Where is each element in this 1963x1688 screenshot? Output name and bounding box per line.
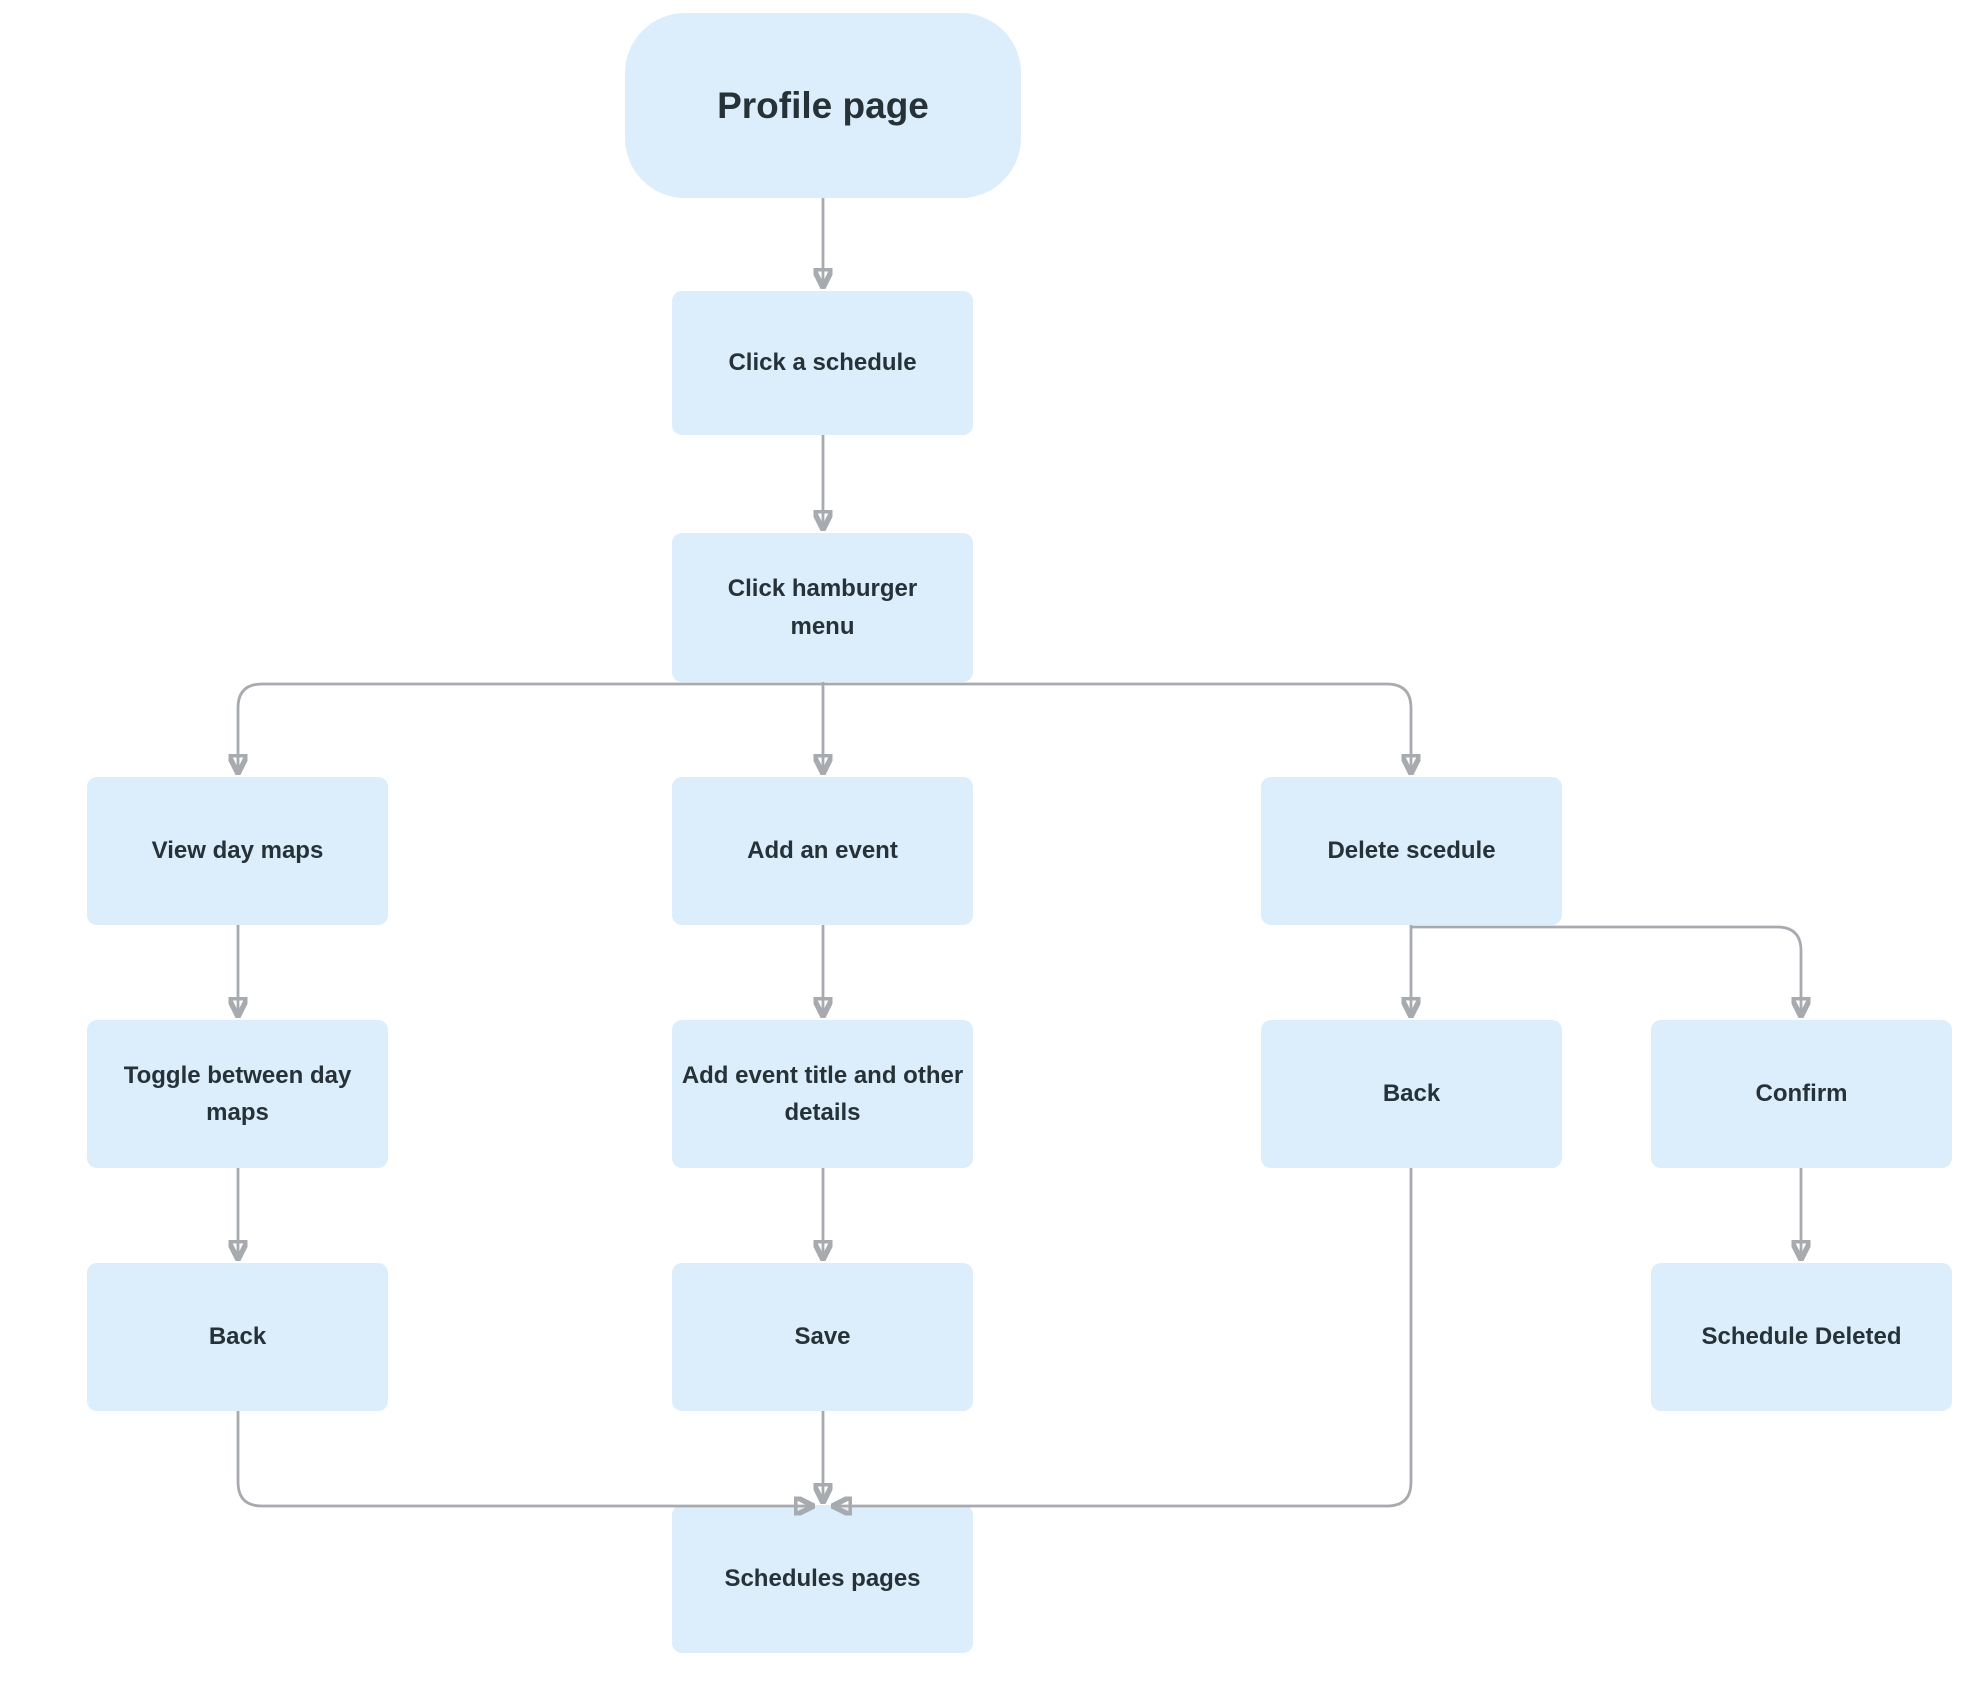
node-label-add-an-event: Add an event: [747, 837, 898, 865]
edge-hamburger-to-delete-scedule: [823, 682, 1411, 772]
node-toggle-between-day-maps: Toggle between day maps: [87, 1020, 388, 1168]
node-label-click-a-schedule: Click a schedule: [728, 349, 917, 377]
node-add-an-event: Add an event: [672, 777, 973, 925]
node-delete-scedule: Delete scedule: [1261, 777, 1562, 925]
node-label-click-hamburger-menu: Click hamburger menu: [727, 575, 918, 640]
node-label-toggle-between-day-maps: Toggle between day maps: [123, 1061, 352, 1126]
node-confirm: Confirm: [1651, 1020, 1952, 1168]
node-label-profile-page: Profile page: [717, 84, 929, 126]
node-label-schedule-deleted: Schedule Deleted: [1701, 1323, 1902, 1351]
node-label-save: Save: [794, 1323, 851, 1351]
edge-back-left-to-schedules-pages: [236, 1411, 812, 1506]
node-back-under-toggle: Back: [87, 1263, 388, 1411]
node-label-delete-scedule: Delete scedule: [1327, 837, 1496, 865]
node-label-schedules-pages: Schedules pages: [724, 1565, 921, 1593]
node-label-back-under-toggle: Back: [208, 1323, 267, 1351]
node-label-view-day-maps: View day maps: [151, 837, 324, 865]
node-profile-page: Profile page: [625, 13, 1021, 198]
node-add-event-title: Add event title and other details: [672, 1020, 973, 1168]
edge-hamburger-to-view-day-maps: [238, 682, 823, 772]
node-label-confirm: Confirm: [1755, 1080, 1848, 1108]
node-label-back-under-delete: Back: [1382, 1080, 1441, 1108]
node-view-day-maps: View day maps: [87, 777, 388, 925]
node-save: Save: [672, 1263, 973, 1411]
node-label-add-event-title: Add event title and other details: [681, 1061, 964, 1126]
edge-delete-scedule-to-confirm: [1411, 925, 1801, 1015]
node-schedule-deleted: Schedule Deleted: [1651, 1263, 1952, 1411]
node-click-hamburger-menu: Click hamburger menu: [672, 533, 973, 682]
node-schedules-pages: Schedules pages: [672, 1505, 973, 1653]
node-click-a-schedule: Click a schedule: [672, 291, 973, 435]
node-back-under-delete: Back: [1261, 1020, 1562, 1168]
